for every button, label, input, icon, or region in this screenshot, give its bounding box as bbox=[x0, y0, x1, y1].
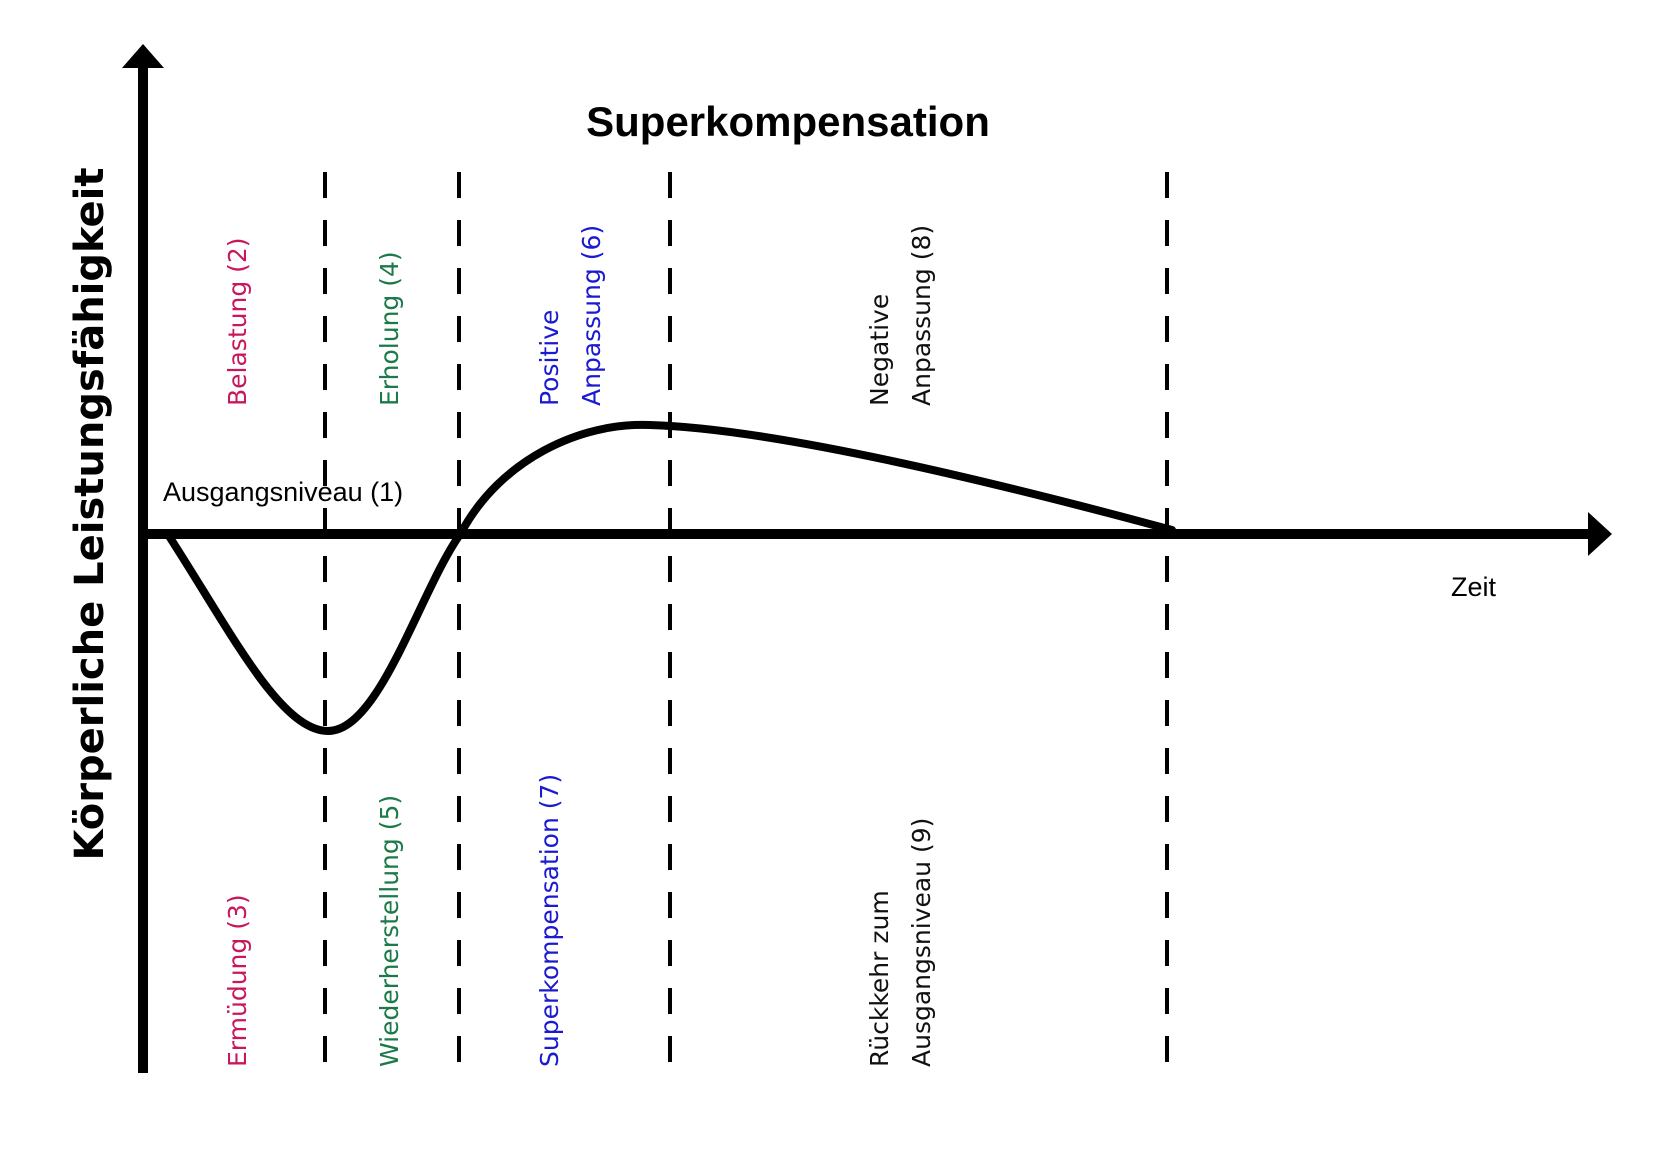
bottom-phase-annotation: Ermüdung (3) bbox=[223, 894, 252, 1067]
top-phase-annotation: Negative bbox=[865, 294, 894, 406]
x-axis-label: Zeit bbox=[1451, 572, 1497, 602]
top-phase-annotation: Belastung (2) bbox=[223, 237, 252, 406]
phase-boundaries bbox=[323, 172, 1169, 1070]
y-axis-label: Körperliche Leistungsfähigkeit bbox=[67, 167, 113, 860]
top-phase-annotation: Anpassung (8) bbox=[907, 225, 936, 406]
top-phase-annotation: Anpassung (6) bbox=[577, 225, 606, 406]
performance-curve bbox=[163, 420, 1176, 736]
bottom-phase-annotation: Rückkehr zum bbox=[865, 890, 894, 1067]
bottom-phase-annotation: Wiederherstellung (5) bbox=[375, 795, 404, 1067]
bottom-phase-annotation: Superkompensation (7) bbox=[535, 774, 564, 1067]
bottom-phase-annotation: Ausgangsniveau (9) bbox=[907, 818, 936, 1067]
top-phase-annotation: Positive bbox=[535, 310, 564, 406]
phase-annotations: Belastung (2) Erholung (4) Positive Anpassu… bbox=[223, 225, 936, 1067]
chart-title: Superkompensation bbox=[586, 98, 990, 145]
x-axis-arrowhead bbox=[1588, 512, 1612, 556]
top-phase-annotation: Erholung (4) bbox=[375, 251, 404, 406]
y-axis-arrowhead bbox=[122, 44, 164, 68]
baseline-label: Ausgangsniveau (1) bbox=[163, 477, 403, 507]
